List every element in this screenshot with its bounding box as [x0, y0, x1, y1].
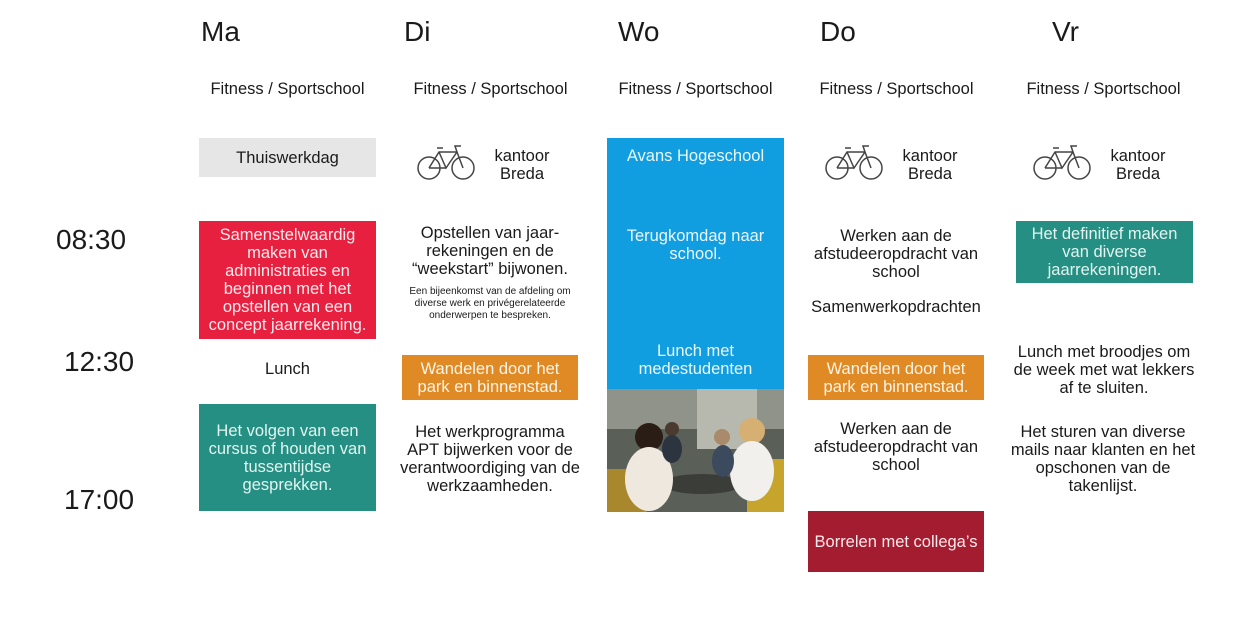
time-label-morning: 08:30: [56, 224, 127, 255]
vr-office: kantoor Breda: [1110, 147, 1166, 183]
wo-morning: Terugkomdag naar school.: [626, 227, 765, 263]
di-fitness: Fitness / Sportschool: [413, 80, 568, 98]
students-lunch-photo: [607, 389, 784, 512]
vr-fitness: Fitness / Sportschool: [1026, 80, 1181, 98]
bicycle-icon: [825, 145, 883, 180]
wo-school: Avans Hogeschool: [626, 147, 765, 165]
day-header-ma: Ma: [201, 16, 240, 47]
day-header-di: Di: [404, 16, 431, 47]
bicycle-icon: [1033, 145, 1091, 180]
do-fitness: Fitness / Sportschool: [819, 80, 974, 98]
do-morning: Werken aan de afstudeeropdracht van scho…: [813, 227, 979, 281]
di-morning-note: Een bijeenkomst van de afdeling om diver…: [409, 286, 571, 321]
bicycle-icon: [417, 145, 475, 180]
ma-lunch: Lunch: [265, 360, 310, 378]
day-header-vr: Vr: [1052, 16, 1079, 47]
do-office: kantoor Breda: [902, 147, 958, 183]
di-morning: Opstellen van jaar-rekeningen en de “wee…: [412, 224, 568, 278]
day-header-do: Do: [820, 16, 856, 47]
di-lunch-block: Wandelen door het park en binnenstad.: [402, 355, 578, 400]
do-evening-block: Borrelen met collega’s: [808, 511, 984, 572]
di-afternoon: Het werkprogramma APT bijwerken voor de …: [400, 423, 580, 495]
ma-afternoon-block: Het volgen van een cursus of houden van …: [199, 404, 376, 511]
do-collab: Samenwerkopdrachten: [811, 298, 981, 316]
di-office: kantoor Breda: [494, 147, 550, 183]
ma-morning-block: Samenstelwaardig maken van administratie…: [199, 221, 376, 339]
do-afternoon: Werken aan de afstudeeropdracht van scho…: [813, 420, 979, 474]
wo-fitness: Fitness / Sportschool: [618, 80, 773, 98]
time-label-noon: 12:30: [64, 346, 135, 377]
ma-fitness: Fitness / Sportschool: [210, 80, 365, 98]
ma-home-block: Thuiswerkdag: [199, 138, 376, 177]
vr-afternoon: Het sturen van diverse mails naar klante…: [1010, 423, 1196, 495]
wo-school-block: [607, 138, 784, 389]
day-header-wo: Wo: [618, 16, 660, 47]
wo-lunch: Lunch met medestudenten: [638, 342, 753, 378]
do-lunch-block: Wandelen door het park en binnenstad.: [808, 355, 984, 400]
time-label-evening: 17:00: [64, 484, 135, 515]
vr-morning-block: Het definitief maken van diverse jaarrek…: [1016, 221, 1193, 283]
vr-lunch: Lunch met broodjes om de week met wat le…: [1013, 343, 1195, 397]
